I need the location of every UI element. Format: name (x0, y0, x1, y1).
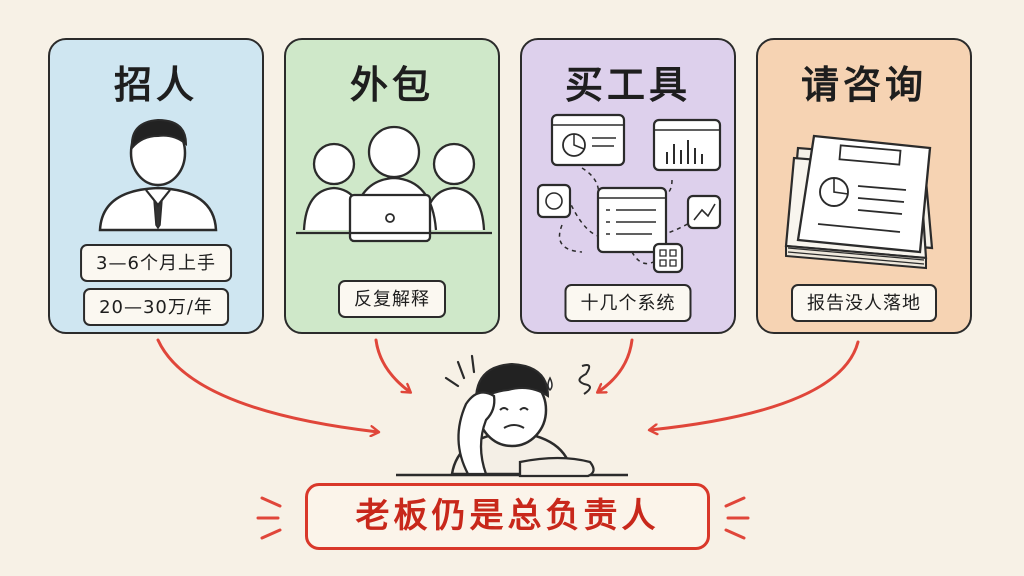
arrow-tools (598, 338, 634, 392)
tag-repeated-explaining: 反复解释 (338, 280, 446, 318)
team-laptop-icon (296, 125, 492, 243)
arrow-outsource (374, 338, 410, 392)
tag-no-implementation: 报告没人落地 (791, 284, 937, 322)
panel-title: 招人 (113, 63, 198, 107)
conclusion-banner: 老板仍是总负责人 (305, 483, 710, 550)
panel-hire: 招人 3—6个月上手 20—30万/年 (48, 38, 264, 334)
tag-salary: 20—30万/年 (83, 288, 229, 326)
panel-title: 外包 (349, 63, 434, 107)
banner-accent-lines (256, 496, 750, 540)
panel-consulting: 请咨询 报告没人落地 (756, 38, 972, 334)
panel-outsource: 外包 反复解释 (284, 38, 500, 334)
software-tools-icon (536, 113, 722, 274)
tag-onboarding-time: 3—6个月上手 (80, 244, 232, 282)
arrow-hire (156, 338, 378, 432)
tag-many-systems: 十几个系统 (564, 284, 692, 322)
employee-icon (98, 118, 218, 232)
panel-title: 请咨询 (800, 63, 927, 107)
report-icon (784, 134, 934, 270)
panel-buy-tools: 买工具 十几个系统 (520, 38, 736, 334)
arrow-consulting (650, 340, 860, 430)
panel-title: 买工具 (564, 63, 691, 107)
stressed-boss-icon (396, 354, 628, 478)
